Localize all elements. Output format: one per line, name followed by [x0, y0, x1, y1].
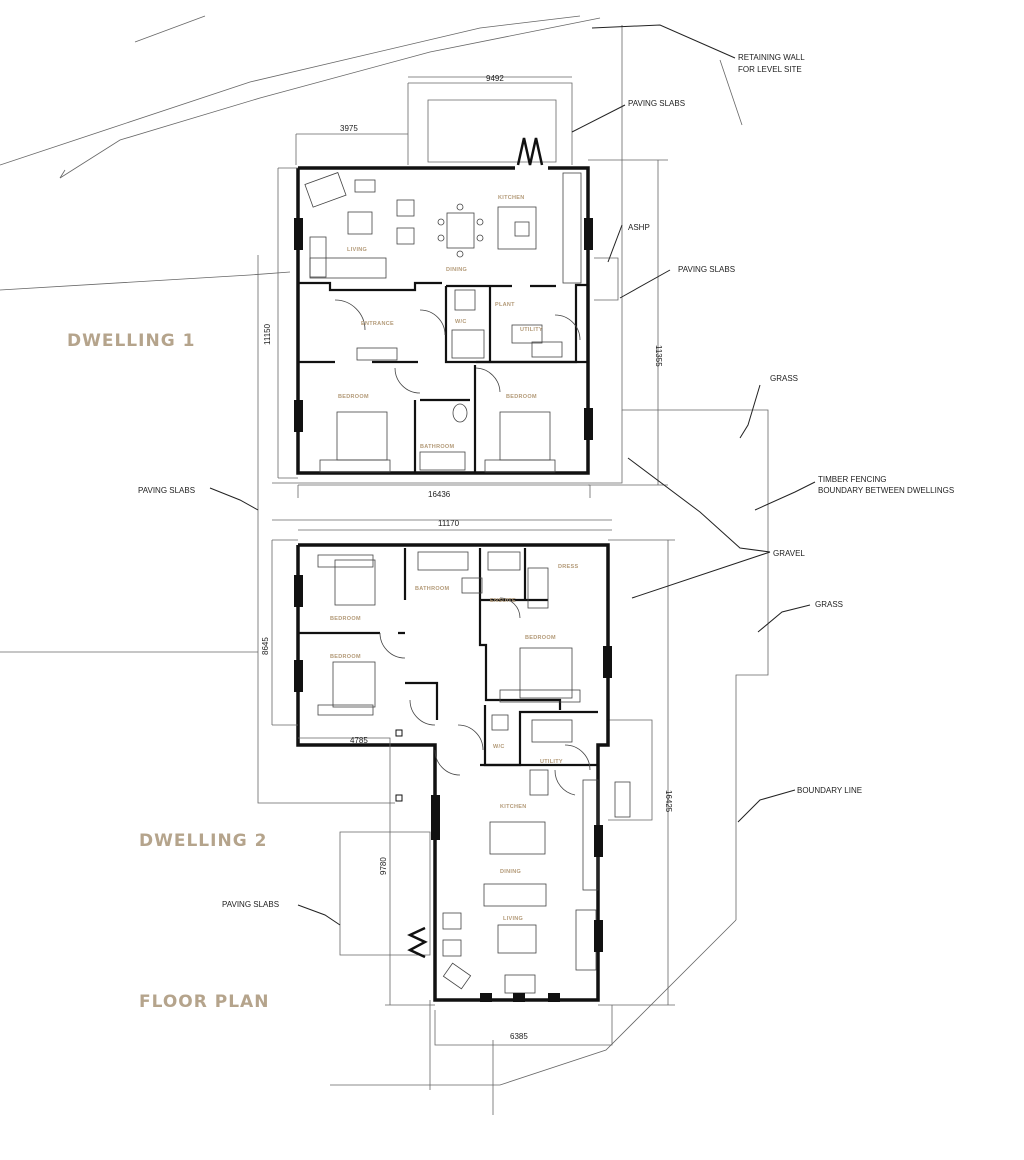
dwelling1-title: DWELLING 1 — [67, 331, 196, 351]
dwelling1-plan — [277, 76, 668, 498]
room-bathroom-d1: BATHROOM — [420, 444, 454, 450]
room-utility-d2: UTILITY — [540, 759, 563, 765]
dim-d1-top: 9492 — [486, 74, 504, 83]
room-kitchen-d2: KITCHEN — [500, 804, 527, 810]
dwelling2-plan — [271, 529, 675, 1046]
room-utility-d1: UTILITY — [520, 327, 543, 333]
grass-mid-label: GRASS — [815, 600, 843, 609]
dim-d2-left: 8645 — [261, 637, 270, 655]
room-living-d2: LIVING — [503, 916, 523, 922]
room-wc-d1: W/C — [455, 319, 467, 325]
room-bedroom-tl-d2: BEDROOM — [330, 616, 361, 622]
room-entrance-d1: ENTRANCE — [361, 321, 394, 327]
room-kitchen-d1: KITCHEN — [498, 195, 525, 201]
room-dining-d2: DINING — [500, 869, 521, 875]
dim-d1-bottom: 16436 — [428, 490, 451, 499]
retaining-wall-label: RETAINING WALL — [738, 53, 805, 62]
room-bedroom-left-d1: BEDROOM — [338, 394, 369, 400]
paving-slabs-right-label: PAVING SLABS — [678, 265, 735, 274]
paving-slabs-bottom-label: PAVING SLABS — [222, 900, 279, 909]
room-bedroom-bl-d2: BEDROOM — [330, 654, 361, 660]
timber-fencing-label: TIMBER FENCING — [818, 475, 886, 484]
retaining-wall-label-2: FOR LEVEL SITE — [738, 65, 802, 74]
dwelling2-title: DWELLING 2 — [139, 831, 268, 851]
room-dress-d2: DRESS — [558, 564, 578, 570]
gravel-label: GRAVEL — [773, 549, 805, 558]
room-living-d1: LIVING — [347, 247, 367, 253]
room-bedroom-right-d2: BEDROOM — [525, 635, 556, 641]
ashp-label: ASHP — [628, 223, 650, 232]
dim-d2-right: 16425 — [664, 790, 673, 813]
timber-fencing-label-2: BOUNDARY BETWEEN DWELLINGS — [818, 486, 954, 495]
room-dining-d1: DINING — [446, 267, 467, 273]
dim-d2-step: 4785 — [350, 736, 368, 745]
leader-lines — [209, 24, 816, 926]
room-ensuite-d2: ENSUITE — [490, 598, 516, 604]
dim-d2-bottom: 6385 — [510, 1032, 528, 1041]
room-wc-d2: W/C — [493, 744, 505, 750]
dim-d2-lower-left: 9780 — [379, 857, 388, 875]
paving-slabs-top-label: PAVING SLABS — [628, 99, 685, 108]
boundary-line-label: BOUNDARY LINE — [797, 786, 862, 795]
floor-plan-title: FLOOR PLAN — [139, 992, 270, 1012]
room-plant-d1: PLANT — [495, 302, 515, 308]
paving-slabs-left-label: PAVING SLABS — [138, 486, 195, 495]
dim-d2-top: 11170 — [438, 519, 460, 528]
room-bathroom-d2: BATHROOM — [415, 586, 449, 592]
site-lines — [0, 15, 769, 1115]
dim-d1-left: 11150 — [263, 323, 272, 345]
room-bedroom-right-d1: BEDROOM — [506, 394, 537, 400]
grass-top-label: GRASS — [770, 374, 798, 383]
dim-d1-top-left: 3975 — [340, 124, 358, 133]
dim-d1-right: 11355 — [654, 345, 663, 367]
